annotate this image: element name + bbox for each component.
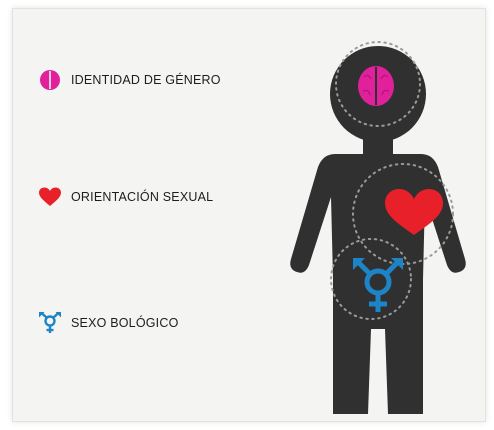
legend-item-biological-sex: SEXO BOLÓGICO (37, 311, 179, 334)
heart-icon (385, 189, 443, 235)
head-ring (335, 41, 421, 127)
brain-icon (358, 66, 394, 106)
infographic-panel: IDENTIDAD DE GÉNERO ORIENTACIÓN SEXUAL (12, 8, 486, 422)
legend-label-sexual-orientation: ORIENTACIÓN SEXUAL (71, 190, 214, 204)
transgender-symbol-icon (37, 311, 63, 334)
human-figure (290, 41, 466, 414)
legend-label-biological-sex: SEXO BOLÓGICO (71, 316, 179, 330)
transgender-symbol-icon (353, 258, 403, 312)
legend-item-gender-identity: IDENTIDAD DE GÉNERO (37, 69, 221, 91)
legend-item-sexual-orientation: ORIENTACIÓN SEXUAL (37, 186, 213, 208)
brain-icon (37, 69, 63, 91)
heart-icon (37, 186, 63, 208)
pelvis-ring (330, 238, 412, 320)
legend-label-gender-identity: IDENTIDAD DE GÉNERO (71, 73, 221, 87)
